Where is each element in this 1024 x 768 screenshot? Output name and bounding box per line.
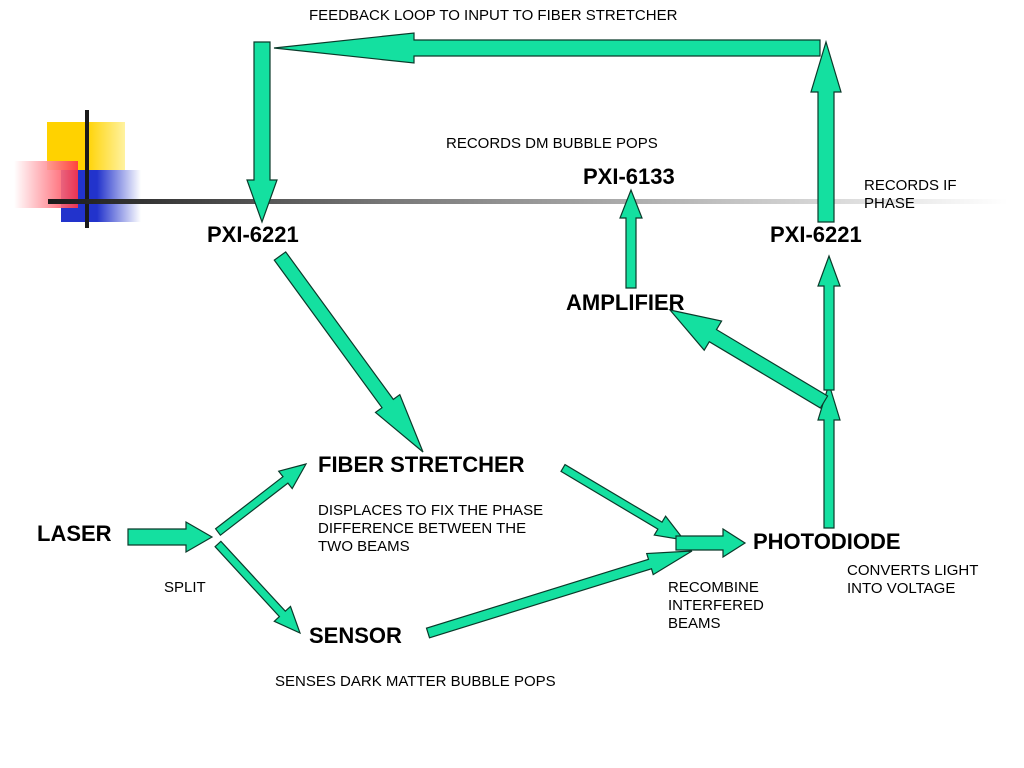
arrow-laser-to-split	[127, 520, 214, 554]
arrow-split-to-sensor	[214, 540, 302, 635]
note-converts-light: CONVERTS LIGHT INTO VOLTAGE	[847, 562, 979, 597]
arrow-into-photodiode	[675, 527, 747, 559]
node-amplifier: AMPLIFIER	[566, 290, 685, 315]
node-photodiode: PHOTODIODE	[753, 529, 901, 554]
corner-logo	[14, 110, 141, 228]
node-fiber-stretcher: FIBER STRETCHER	[318, 452, 525, 477]
horizontal-divider-line	[48, 199, 1008, 204]
node-sensor: SENSOR	[309, 623, 402, 648]
arrow-split-to-fiber-stretcher	[214, 463, 308, 537]
node-pxi-6221-right: PXI-6221	[770, 222, 862, 247]
arrow-to-amplifier	[668, 309, 829, 409]
note-displaces: DISPLACES TO FIX THE PHASE DIFFERENCE BE…	[318, 502, 544, 555]
arrow-layer	[127, 32, 842, 639]
arrow-photodiode-region-up-to-top	[810, 39, 842, 223]
note-records-if-phase: RECORDS IF PHASE	[864, 177, 957, 212]
arrow-down-to-pxi-6221-left	[246, 41, 278, 224]
arrow-pxi-6221-to-fiber-stretcher	[273, 251, 424, 453]
node-pxi-6133: PXI-6133	[583, 164, 675, 189]
note-senses-dark-matter: SENSES DARK MATTER BUBBLE POPS	[275, 673, 556, 690]
node-pxi-6221-left: PXI-6221	[207, 222, 299, 247]
node-laser: LASER	[37, 521, 112, 546]
arrow-top-feedback-leftward	[273, 32, 821, 64]
arrow-amplifier-to-pxi-6133	[619, 188, 643, 289]
arrow-up-to-pxi-6221-right	[817, 254, 841, 391]
note-recombine: RECOMBINE INTERFERED BEAMS	[668, 579, 764, 632]
arrow-fiber-stretcher-to-photodiode	[560, 463, 686, 541]
note-split: SPLIT	[164, 579, 206, 596]
arrow-sensor-to-photodiode	[425, 550, 693, 639]
note-records-dm-bubble-pops: RECORDS DM BUBBLE POPS	[446, 135, 658, 152]
note-feedback-loop: FEEDBACK LOOP TO INPUT TO FIBER STRETCHE…	[309, 7, 678, 24]
logo-vertical-bar	[85, 110, 89, 228]
